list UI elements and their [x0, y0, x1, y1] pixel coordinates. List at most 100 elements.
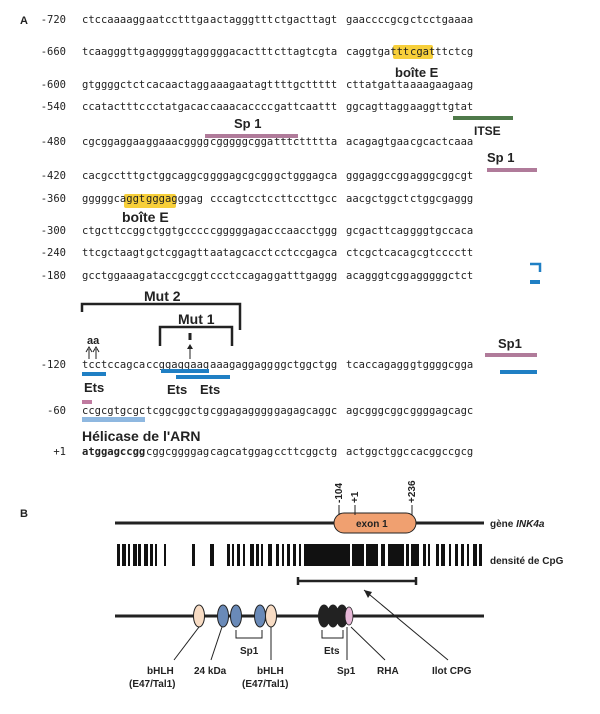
sequence-block: cttccttgcc	[274, 193, 337, 205]
sequence-block: caaacacccc	[210, 101, 273, 113]
sequence-block: ctggcaggcg	[146, 170, 209, 182]
mut1-arrow-head	[187, 344, 193, 349]
sequence-block: ataccgcggt	[146, 270, 209, 282]
sp1-mid-bracket	[235, 630, 263, 639]
row-position-number: -60	[47, 405, 66, 417]
sequence-block: ggcagttagg	[346, 101, 409, 113]
sequence-block: tcaccagagg	[346, 359, 409, 371]
itse-bar	[453, 116, 513, 120]
sequence-block: cgggggcgga	[210, 136, 273, 148]
kda-site-2	[230, 604, 242, 628]
cpg-bar	[192, 544, 195, 566]
sequence-block: tttgcttttt	[274, 79, 337, 91]
sequence-block: tcggcggctg	[146, 405, 209, 417]
sequence-block: cttatgatta	[346, 79, 409, 91]
sequence-block: agggggtagg	[146, 46, 209, 58]
sequence-block: aaggttgtat	[410, 101, 473, 113]
mut2-label: Mut 2	[144, 288, 181, 304]
sequence-block: cacaactagg	[146, 79, 209, 91]
leader-kda	[210, 626, 223, 661]
ets-mark-right	[530, 280, 540, 284]
sequence-block: cggcggggag	[146, 446, 209, 458]
sequence-block: cggagagggg	[210, 405, 273, 417]
sequence-block: gctcggagtt	[146, 247, 209, 259]
ets-label-1: Ets	[84, 380, 104, 395]
bhlh-right-label-1: bHLH	[257, 666, 284, 677]
boite-e-label-1: boîte E	[395, 65, 439, 80]
rha-label: RHA	[377, 666, 399, 677]
sequence-block: actggctggc	[346, 446, 409, 458]
cpg-bar	[150, 544, 153, 566]
sequence-block: ccgcgtgcgc	[82, 405, 145, 417]
sequence-block: gattcaattt	[274, 101, 337, 113]
sequence-block: aatagcacct	[210, 247, 273, 259]
cpg-bar	[293, 544, 296, 566]
sequence-block: aaagaggagg	[210, 359, 273, 371]
aa-label: aa	[87, 335, 100, 347]
ets-site-label: Ets	[324, 646, 340, 657]
cpg-bar	[276, 544, 279, 566]
cpg-bar	[467, 544, 469, 566]
sequence-block: cagcatggag	[210, 446, 273, 458]
cpg-density-label: densité de CpG	[490, 556, 564, 567]
cpg-bar	[479, 544, 482, 566]
sp1-label-1: Sp 1	[234, 116, 261, 131]
cpg-bar	[436, 544, 439, 566]
sequence-block: cacgcctttg	[82, 170, 145, 182]
row-position-number: -600	[41, 79, 66, 91]
sequence-block: agggcggcgt	[410, 170, 473, 182]
sequence-block: acagagtgaa	[346, 136, 409, 148]
coord-label-2: +1	[350, 491, 361, 503]
cpg-bar	[117, 544, 120, 566]
sequence-block: gtggggcgga	[410, 359, 473, 371]
sequence-block: cgcggaggaa	[82, 136, 145, 148]
cpg-bar	[210, 544, 214, 566]
sequence-block: cttagtcgta	[274, 46, 337, 58]
aa-arrow-2	[92, 346, 100, 359]
cpg-bar	[388, 544, 404, 566]
sequence-block: ctccaaaagg	[82, 14, 145, 26]
ets-bar-2	[161, 369, 209, 373]
sequence-block: ccctccagag	[210, 270, 273, 282]
bracket-right-top	[530, 262, 542, 272]
sequence-block: aatcctttga	[146, 14, 209, 26]
cpg-bar	[461, 544, 464, 566]
mut1-bracket	[158, 325, 234, 346]
sequence-block: atggagccgg	[82, 446, 145, 458]
cpg-bar	[411, 544, 419, 566]
sequence-block: gggacacttt	[210, 46, 273, 58]
cpg-island-label: Ilot CPG	[432, 666, 472, 677]
sequence-block: cacggccgcg	[410, 446, 473, 458]
row-position-number: -120	[41, 359, 66, 371]
row-position-number: -720	[41, 14, 66, 26]
sequence-block: ggctggctgg	[274, 359, 337, 371]
row-position-number: -420	[41, 170, 66, 182]
sequence-block: ctggcgaggg	[410, 193, 473, 205]
kda-label: 24 kDa	[194, 666, 227, 677]
sequence-block: ccaacctggg	[274, 225, 337, 237]
gene-label: gène INK4a	[490, 519, 545, 530]
ets-mark-right-2	[500, 370, 537, 374]
sequence-block: aacgctggct	[346, 193, 409, 205]
sequence-block: agcgggcggc	[346, 405, 409, 417]
sequence-block: ttcgctaagt	[82, 247, 145, 259]
sequence-block: gcgacttcag	[346, 225, 409, 237]
cpg-bar	[144, 544, 148, 566]
mut1-label: Mut 1	[178, 311, 215, 327]
sequence-block: cctccgagca	[274, 247, 337, 259]
cpg-bar	[164, 544, 166, 566]
sequence-block: cgcactcaaa	[410, 136, 473, 148]
cpg-bar	[133, 544, 137, 566]
bhlh-site-right	[265, 604, 277, 628]
ets-bar-3	[176, 375, 230, 379]
sequence-block: gaaccccgcg	[346, 14, 409, 26]
sequence-block: gagagcaggc	[274, 405, 337, 417]
sequence-block: gatttgaggg	[274, 270, 337, 282]
cpg-bar	[128, 544, 130, 566]
kda-site-1	[217, 604, 229, 628]
leader-bhlh-left	[173, 626, 200, 661]
sequence-block: ctgcttccgg	[82, 225, 145, 237]
row-position-number: -360	[41, 193, 66, 205]
